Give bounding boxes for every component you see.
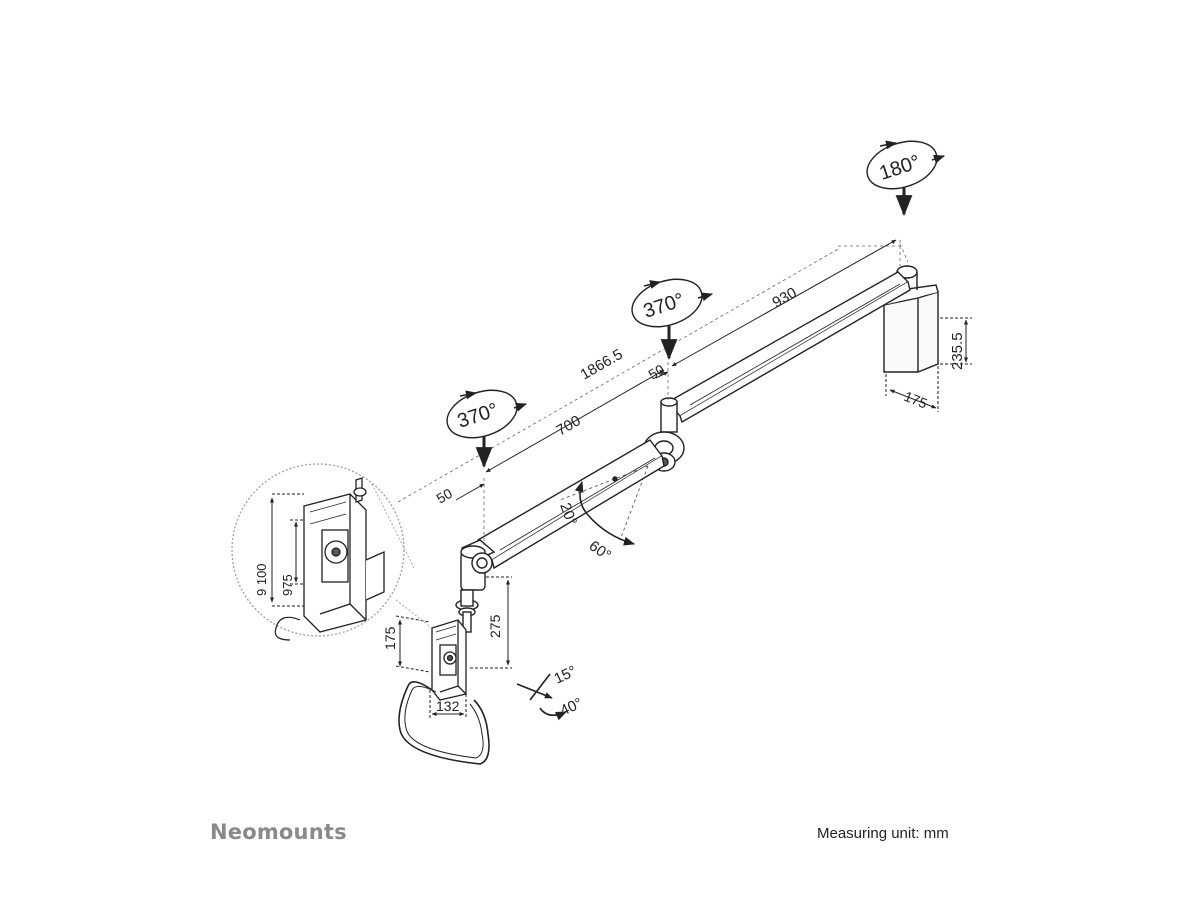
vesa-dimensions: [270, 493, 304, 607]
plate-height-label: 175: [382, 626, 398, 650]
base-width-dimension: [885, 366, 939, 412]
arm-angle-arrows: [574, 480, 636, 546]
arm-up-angle: 20°: [556, 501, 580, 528]
total-length-label: 1866.5: [578, 346, 626, 384]
front-offset-label: 50: [434, 485, 456, 507]
plate-width-label: 132: [436, 698, 460, 714]
front-arm-label: 700: [554, 412, 584, 439]
plate-height-dimension: [395, 615, 431, 673]
cable-loop: [398, 681, 490, 765]
brand-logo: Neomounts: [210, 820, 347, 844]
rotation-front: [446, 389, 528, 469]
rotation-top: [866, 140, 946, 217]
pole-height-dimension: [470, 576, 512, 669]
detail-magnifier: [231, 463, 433, 641]
swivel-angle: 40°: [558, 695, 586, 720]
tilt-swivel-indicator: [516, 673, 568, 721]
arm-angle-range: [559, 465, 649, 541]
rotation-front-label: 370°: [455, 399, 501, 433]
tilt-angle: 15°: [552, 663, 580, 688]
base-height-label: 235.5: [949, 332, 966, 370]
dimension-arrows: [455, 239, 897, 501]
measuring-unit-note: Measuring unit: mm: [817, 825, 949, 842]
base-width-label: 175: [902, 388, 930, 412]
vesa-inner-label: 975: [280, 574, 295, 596]
monitor-plate: [431, 619, 467, 701]
pole-height-label: 275: [487, 614, 503, 638]
rotation-middle-label: 370°: [641, 289, 687, 323]
vesa-outer-label: 9 100: [254, 563, 269, 596]
rotation-top-label: 180°: [877, 151, 923, 185]
plate-width-dimension: [429, 690, 467, 718]
rotation-middle: [631, 278, 714, 361]
front-joint: [455, 539, 496, 633]
base-height-dimension: [940, 317, 972, 365]
wall-base: [883, 265, 939, 373]
rear-arm-label: 930: [770, 284, 800, 311]
middle-offset-label: 50: [646, 361, 668, 383]
arm-down-angle: 60°: [586, 537, 614, 564]
